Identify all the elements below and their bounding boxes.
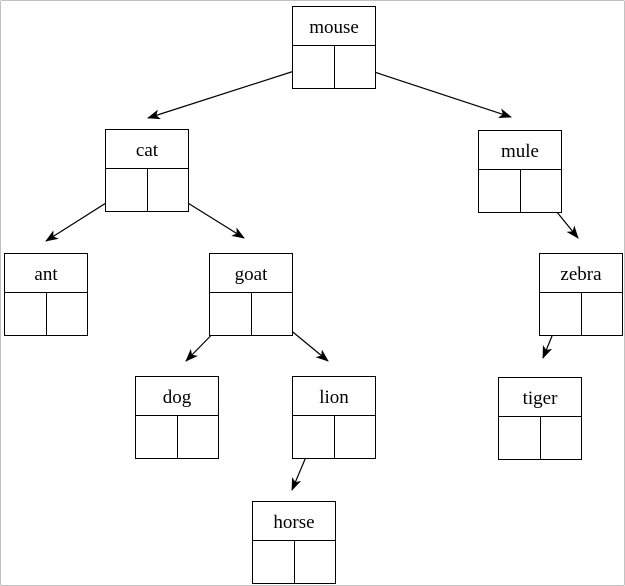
tree-node-mouse: mouse: [292, 6, 376, 89]
node-pointer-cells: [252, 541, 336, 584]
right-pointer-cell: [148, 169, 189, 211]
left-pointer-cell: [106, 169, 148, 211]
right-pointer-cell: [295, 541, 336, 583]
node-pointer-cells: [292, 416, 376, 459]
node-label: dog: [135, 376, 219, 416]
edge-mouse-right-to-mule: [352, 64, 512, 118]
node-label: zebra: [539, 253, 623, 293]
tree-node-tiger: tiger: [498, 377, 582, 460]
left-pointer-cell: [210, 293, 252, 335]
right-pointer-cell: [521, 170, 562, 212]
node-pointer-cells: [4, 293, 88, 336]
node-label: tiger: [498, 377, 582, 417]
right-pointer-cell: [335, 46, 376, 88]
tree-node-goat: goat: [209, 253, 293, 336]
node-label: lion: [292, 376, 376, 416]
node-label: ant: [4, 253, 88, 293]
tree-node-mule: mule: [478, 130, 562, 213]
node-pointer-cells: [292, 46, 376, 89]
left-pointer-cell: [540, 293, 582, 335]
left-pointer-cell: [479, 170, 521, 212]
right-pointer-cell: [178, 416, 219, 458]
right-pointer-cell: [47, 293, 88, 335]
right-pointer-cell: [582, 293, 623, 335]
left-pointer-cell: [499, 417, 541, 459]
node-label: goat: [209, 253, 293, 293]
tree-node-dog: dog: [135, 376, 219, 459]
left-pointer-cell: [136, 416, 178, 458]
node-pointer-cells: [498, 417, 582, 460]
left-pointer-cell: [293, 416, 335, 458]
right-pointer-cell: [541, 417, 582, 459]
node-label: mouse: [292, 6, 376, 46]
right-pointer-cell: [252, 293, 293, 335]
node-pointer-cells: [209, 293, 293, 336]
right-pointer-cell: [335, 416, 376, 458]
left-pointer-cell: [253, 541, 295, 583]
node-label: cat: [105, 129, 189, 169]
left-pointer-cell: [5, 293, 47, 335]
node-pointer-cells: [105, 169, 189, 212]
node-label: horse: [252, 501, 336, 541]
tree-node-cat: cat: [105, 129, 189, 212]
edge-mouse-left-to-cat: [147, 64, 314, 120]
left-pointer-cell: [293, 46, 335, 88]
node-label: mule: [478, 130, 562, 170]
node-pointer-cells: [135, 416, 219, 459]
node-pointer-cells: [539, 293, 623, 336]
tree-node-zebra: zebra: [539, 253, 623, 336]
tree-node-horse: horse: [252, 501, 336, 584]
tree-node-lion: lion: [292, 376, 376, 459]
tree-node-ant: ant: [4, 253, 88, 336]
node-pointer-cells: [478, 170, 562, 213]
